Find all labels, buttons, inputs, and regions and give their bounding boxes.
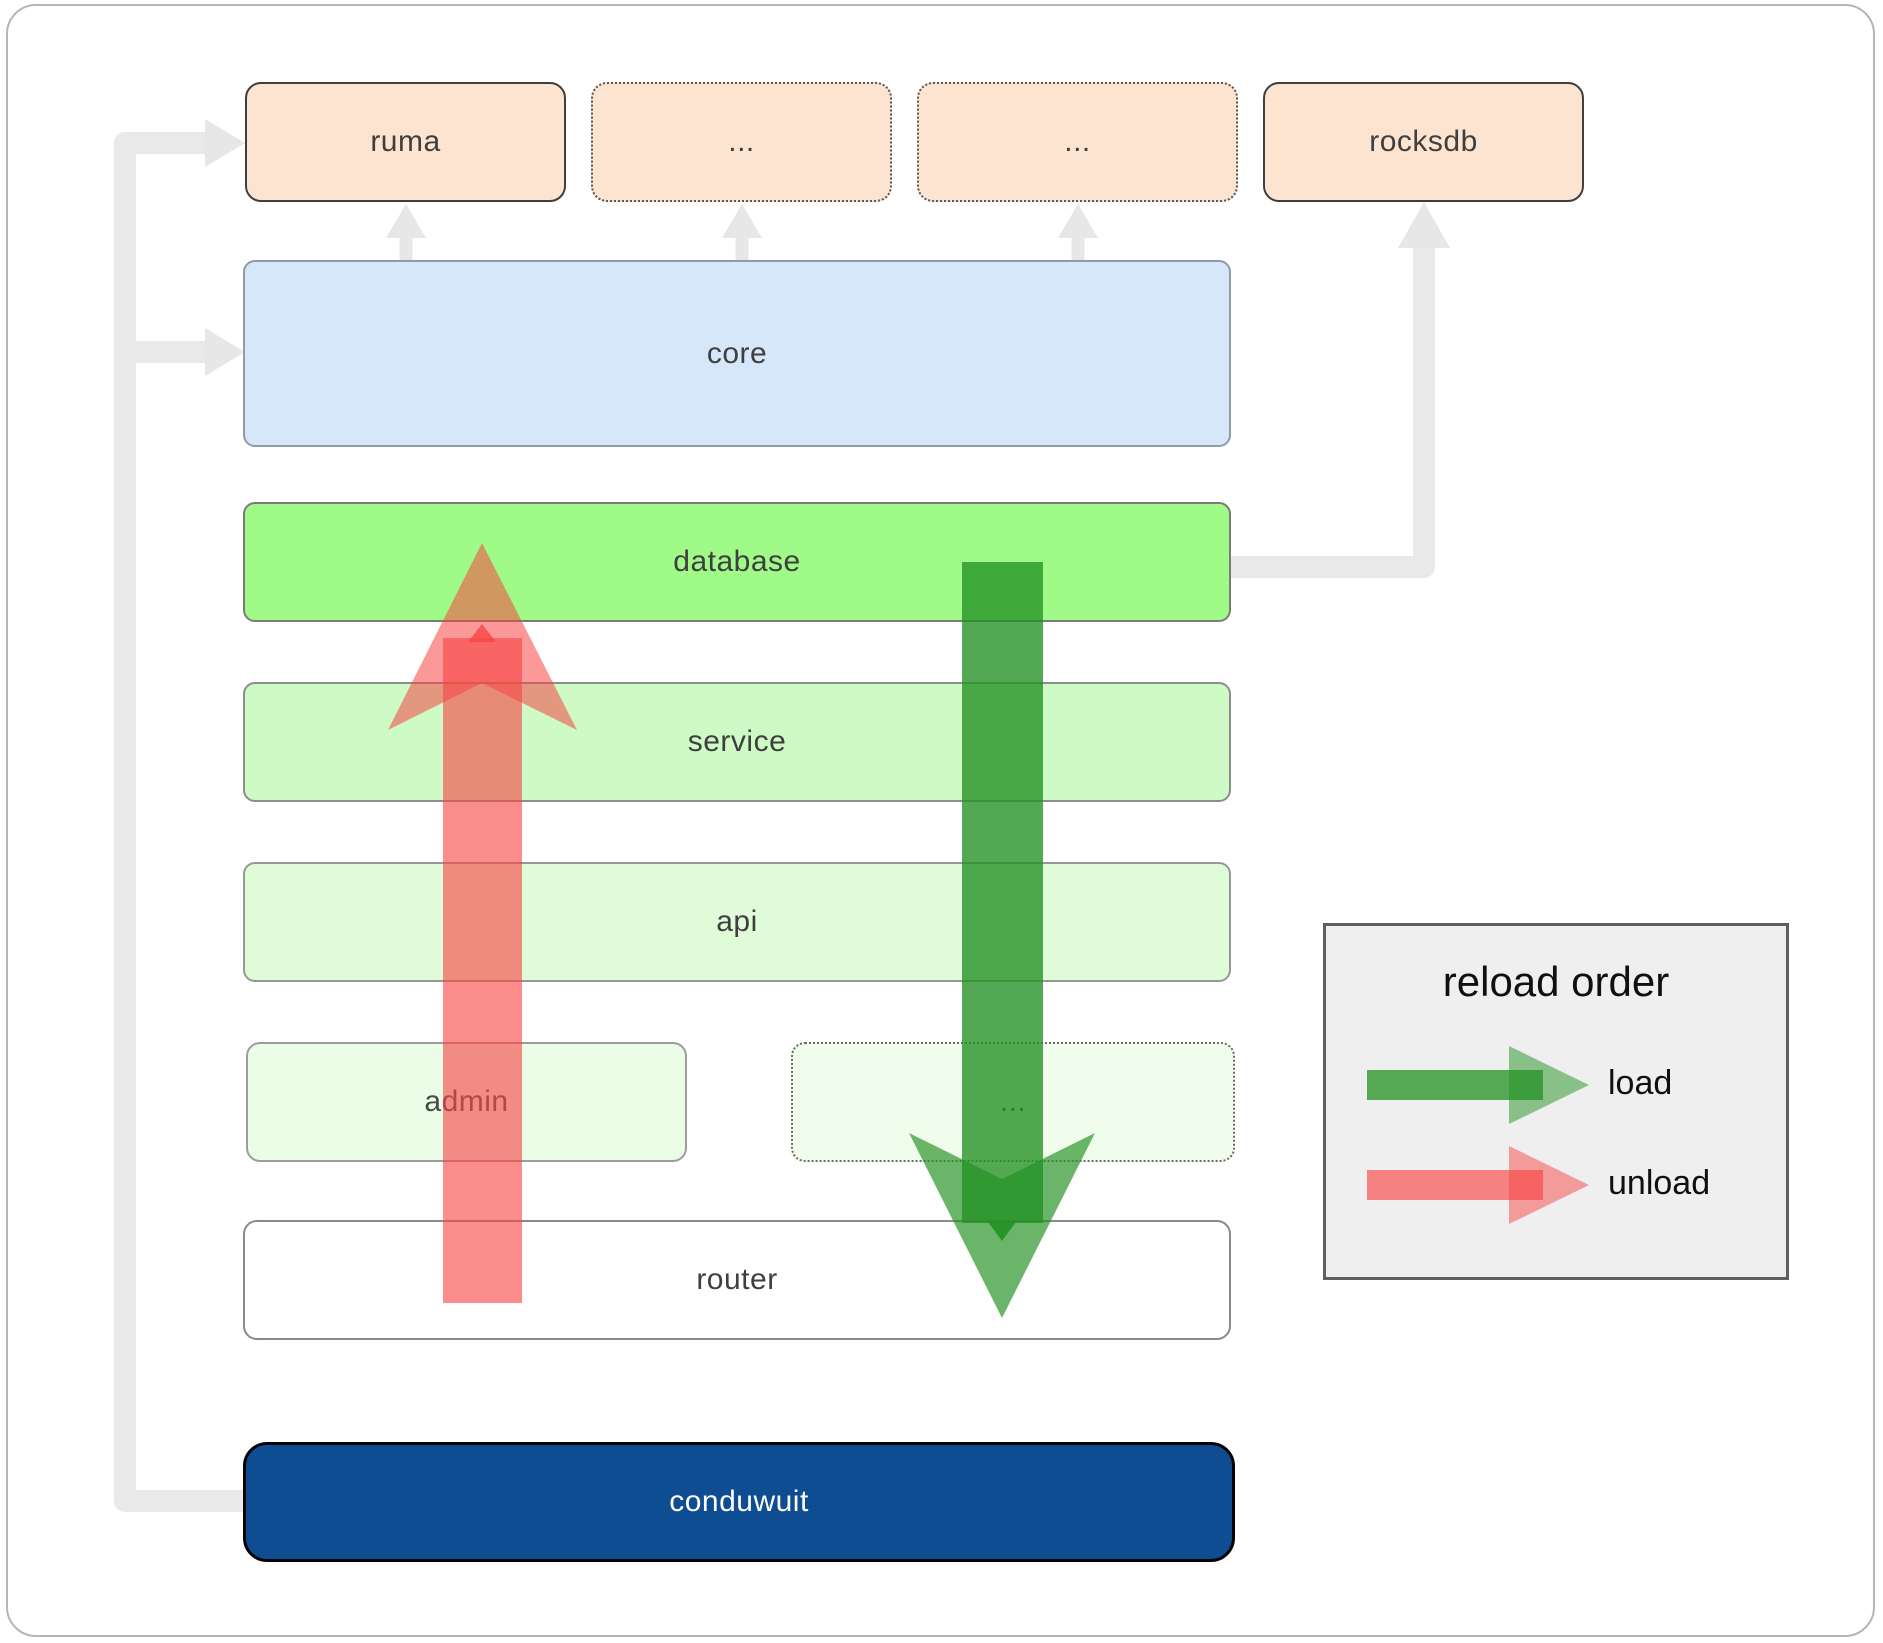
arrowhead-into-rocksdb-icon — [1398, 202, 1450, 248]
core-to-ellipsis2-connector — [1058, 204, 1098, 262]
unload-arrow-icon — [388, 543, 577, 1303]
database-to-rocksdb-connector — [1231, 202, 1450, 578]
legend-label-unload: unload — [1608, 1164, 1711, 1202]
legend-unload-arrow-icon — [1367, 1146, 1589, 1224]
core-to-ellipsis1-connector — [722, 204, 762, 262]
node-router: router — [243, 1220, 1231, 1340]
node-label: database — [673, 545, 801, 578]
node-label: conduwuit — [669, 1485, 809, 1518]
arrowhead-into-core-icon — [205, 328, 245, 376]
node-ellipsis-2: ... — [917, 82, 1238, 202]
unload-arrow-marker — [468, 624, 496, 642]
legend-load-arrow-icon — [1367, 1046, 1589, 1124]
node-api: api — [243, 862, 1231, 982]
legend: reload order load unload — [1323, 923, 1789, 1280]
small-arrowhead-icon — [1058, 204, 1098, 238]
node-conduwuit: conduwuit — [243, 1442, 1235, 1562]
unload-arrow-shaft — [443, 638, 522, 1303]
load-arrow-marker — [988, 1222, 1016, 1241]
node-core: core — [243, 260, 1231, 447]
node-label: core — [706, 336, 768, 370]
node-database: database — [243, 502, 1231, 622]
load-arrow-shaft — [962, 562, 1043, 1223]
node-label: rocksdb — [1369, 125, 1478, 158]
legend-arrow-graphics — [1367, 1046, 1589, 1224]
node-ruma: ruma — [245, 82, 566, 202]
node-label: ruma — [370, 125, 441, 158]
legend-label-load: load — [1608, 1064, 1673, 1102]
arrowhead-into-ruma-icon — [205, 119, 245, 167]
node-label: ... — [1064, 125, 1091, 158]
node-label: router — [696, 1263, 778, 1296]
core-to-ruma-connector — [386, 204, 426, 262]
conduwuit-to-ruma-connector — [114, 119, 247, 1512]
node-ellipsis-1: ... — [591, 82, 892, 202]
node-rocksdb: rocksdb — [1263, 82, 1584, 202]
load-arrow-icon — [909, 562, 1095, 1318]
node-label: service — [687, 725, 787, 758]
legend-title: reload order — [1442, 958, 1670, 1005]
small-arrowhead-icon — [722, 204, 762, 238]
node-label: ... — [728, 125, 755, 158]
conduwuit-to-core-connector — [125, 328, 245, 376]
small-arrowhead-icon — [386, 204, 426, 238]
node-label: api — [716, 905, 758, 938]
